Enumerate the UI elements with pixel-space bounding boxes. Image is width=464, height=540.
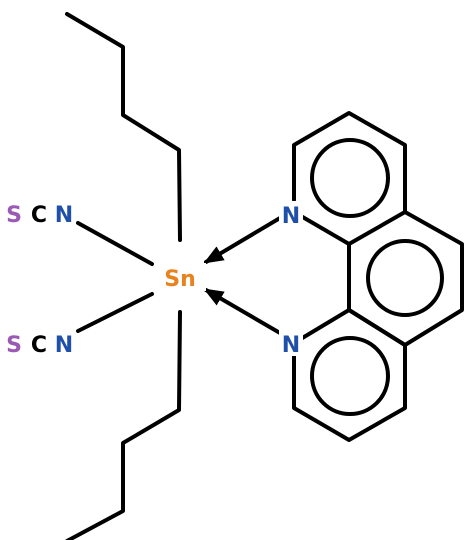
atom-label-n-lower: N [55,333,73,358]
atom-n-phen-upper: N [279,201,303,229]
thiocyanate-upper: S C N [6,203,73,228]
atom-label-c-upper: C [31,203,47,228]
atom-n-phen-lower: N [279,330,303,358]
ring-bottom [292,308,407,442]
bond-sn-ncs-upper [76,221,154,266]
ring-center [347,210,464,347]
atom-label-s-upper: S [6,203,22,228]
atom-label-n-upper: N [55,203,73,228]
atom-label-c-lower: C [31,333,47,358]
aromatic-circle-top [310,138,390,218]
atom-label-s-lower: S [6,333,22,358]
aromatic-circle-bottom [310,336,390,416]
atom-label-n-phen-upper: N [282,204,300,229]
bond-sn-ncs-lower [76,292,154,333]
atom-label-n-phen-lower: N [282,333,300,358]
dative-bond-lower [203,288,282,335]
butyl-chain-upper [65,12,182,242]
atom-label-sn: Sn [164,267,196,292]
atom-sn: Sn [156,263,206,292]
thiocyanate-lower: S C N [6,333,73,358]
dative-bond-upper [203,216,282,264]
butyl-chain-lower [65,310,182,540]
aromatic-circle-center [366,239,444,317]
phenanthroline [292,111,464,442]
